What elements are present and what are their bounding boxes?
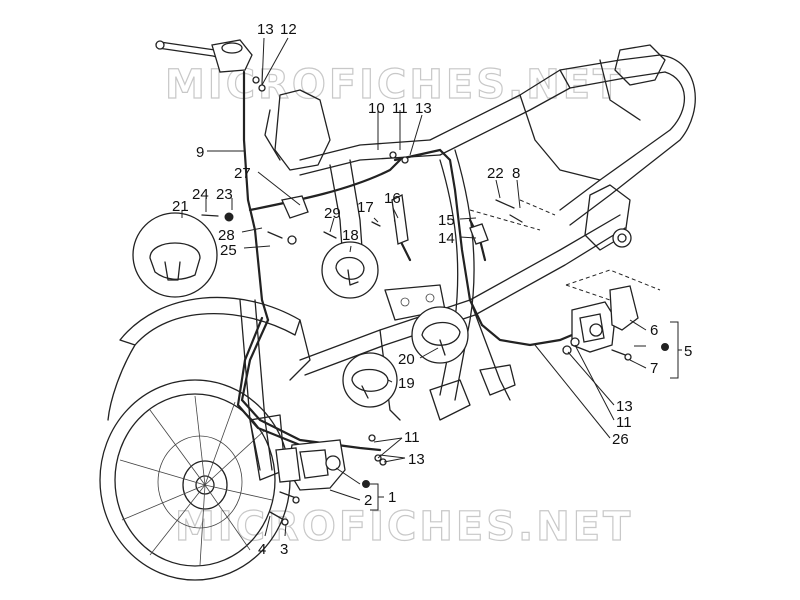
callout-8: 8 [512,165,520,182]
callout-6-7-dot [661,343,669,351]
callout-14: 14 [438,230,455,247]
callout-11-bottom: 11 [404,429,420,446]
callout-12: 12 [280,21,297,38]
callout-24: 24 [192,186,209,203]
detail-circle-18 [321,241,379,299]
callout-23: 23 [216,186,233,203]
callout-27: 27 [234,165,251,182]
callout-2: 2 [364,492,372,509]
callout-19: 19 [398,375,415,392]
callout-22: 22 [487,165,504,182]
callout-15: 15 [438,212,455,229]
callout-17: 17 [357,199,374,216]
front-caliper [275,439,346,491]
callout-13-top: 13 [257,21,274,38]
callout-1: 1 [388,489,396,506]
rear-caliper [571,285,639,353]
callout-4: 4 [258,541,266,558]
callout-5: 5 [684,343,692,360]
callout-13-mid: 13 [415,100,432,117]
callout-25: 25 [220,242,237,259]
detail-circle-20 [411,306,469,364]
callout-20: 20 [398,351,415,368]
brake-lever-master-cylinder [155,39,253,73]
callout-numbers: 13 12 9 10 11 13 27 24 23 21 28 25 29 17… [172,21,692,558]
front-caliper-bolts [269,491,300,526]
callout-11-top: 11 [392,100,408,117]
callout-13-right: 13 [616,398,633,415]
callout-28: 28 [218,227,235,244]
callout-11-right: 11 [616,414,632,431]
callout-21: 21 [172,198,189,215]
callout-2-dot [362,480,370,488]
callout-29: 29 [324,205,341,222]
callout-26: 26 [612,431,629,448]
callout-18: 18 [342,227,359,244]
callout-3: 3 [280,541,288,558]
callout-10: 10 [368,100,385,117]
front-fender [107,296,311,421]
callout-9: 9 [196,144,204,161]
callout-6: 6 [650,322,658,339]
front-wheel [99,379,291,581]
callout-7: 7 [650,360,658,377]
brake-hoses [236,70,574,452]
leader-lines [181,37,682,537]
detail-circle-21 [132,212,218,298]
callout-13-bottom: 13 [408,451,425,468]
hose-bolts [201,199,523,245]
hose-clips [281,194,489,245]
callout-16: 16 [384,190,401,207]
watermark-bottom: MICROFICHES.NET [175,504,633,550]
rear-caliper-bolt [611,349,632,361]
detail-circle-19 [342,352,398,408]
